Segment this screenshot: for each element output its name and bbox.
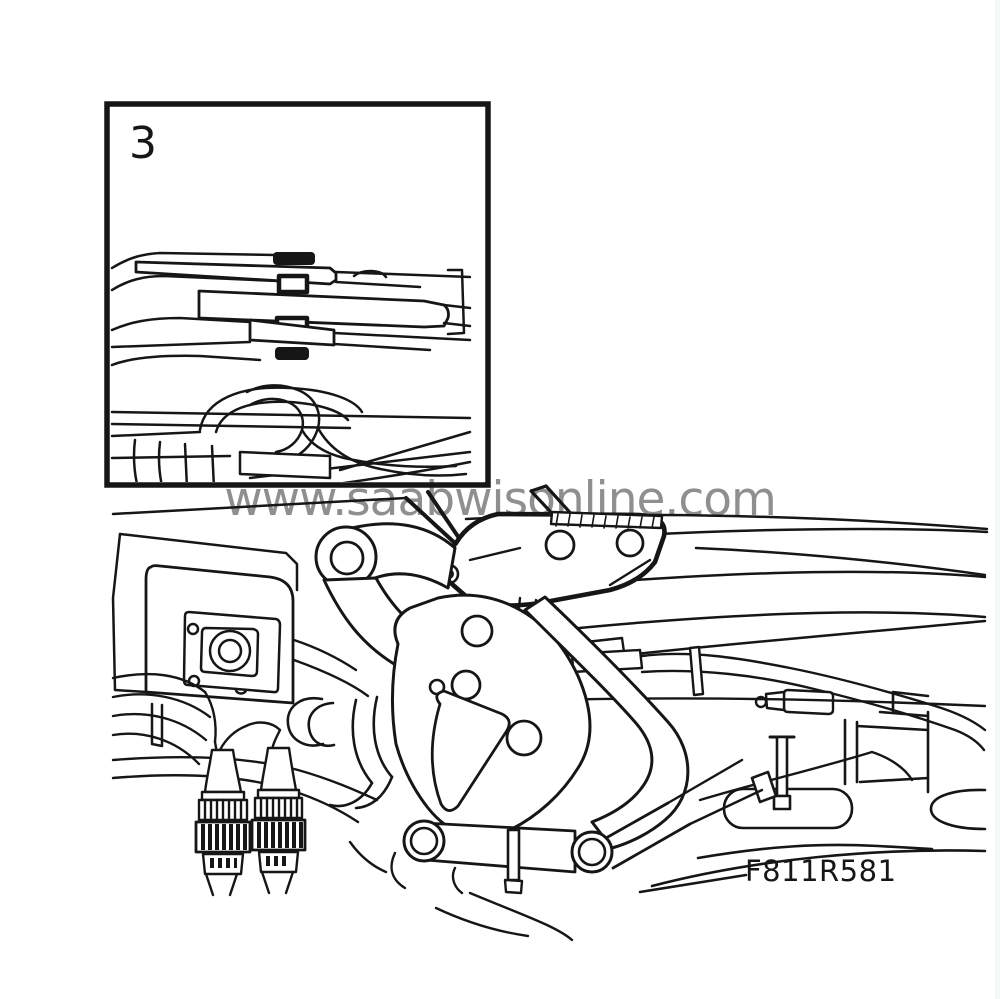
- mounting-box: [111, 532, 299, 748]
- inset-detail: [104, 101, 491, 488]
- inset-step-number: 3: [129, 118, 157, 169]
- hinge-latch: [438, 510, 667, 640]
- lower-right-hardware: [638, 690, 987, 894]
- cable-connector-left: [194, 748, 252, 897]
- main-engine-bay-drawing: [111, 484, 989, 942]
- figure-code-label: F811R581: [745, 854, 897, 888]
- lower-curves: [348, 840, 574, 942]
- bracket-curls: [286, 695, 394, 810]
- hinge-lower-arm: [422, 821, 577, 874]
- page-edge-tint: [995, 0, 1000, 999]
- hinge-assembly: [314, 510, 778, 895]
- cable-connector-right: [250, 746, 307, 895]
- inset-border: [104, 101, 491, 488]
- inset-content: [110, 251, 472, 482]
